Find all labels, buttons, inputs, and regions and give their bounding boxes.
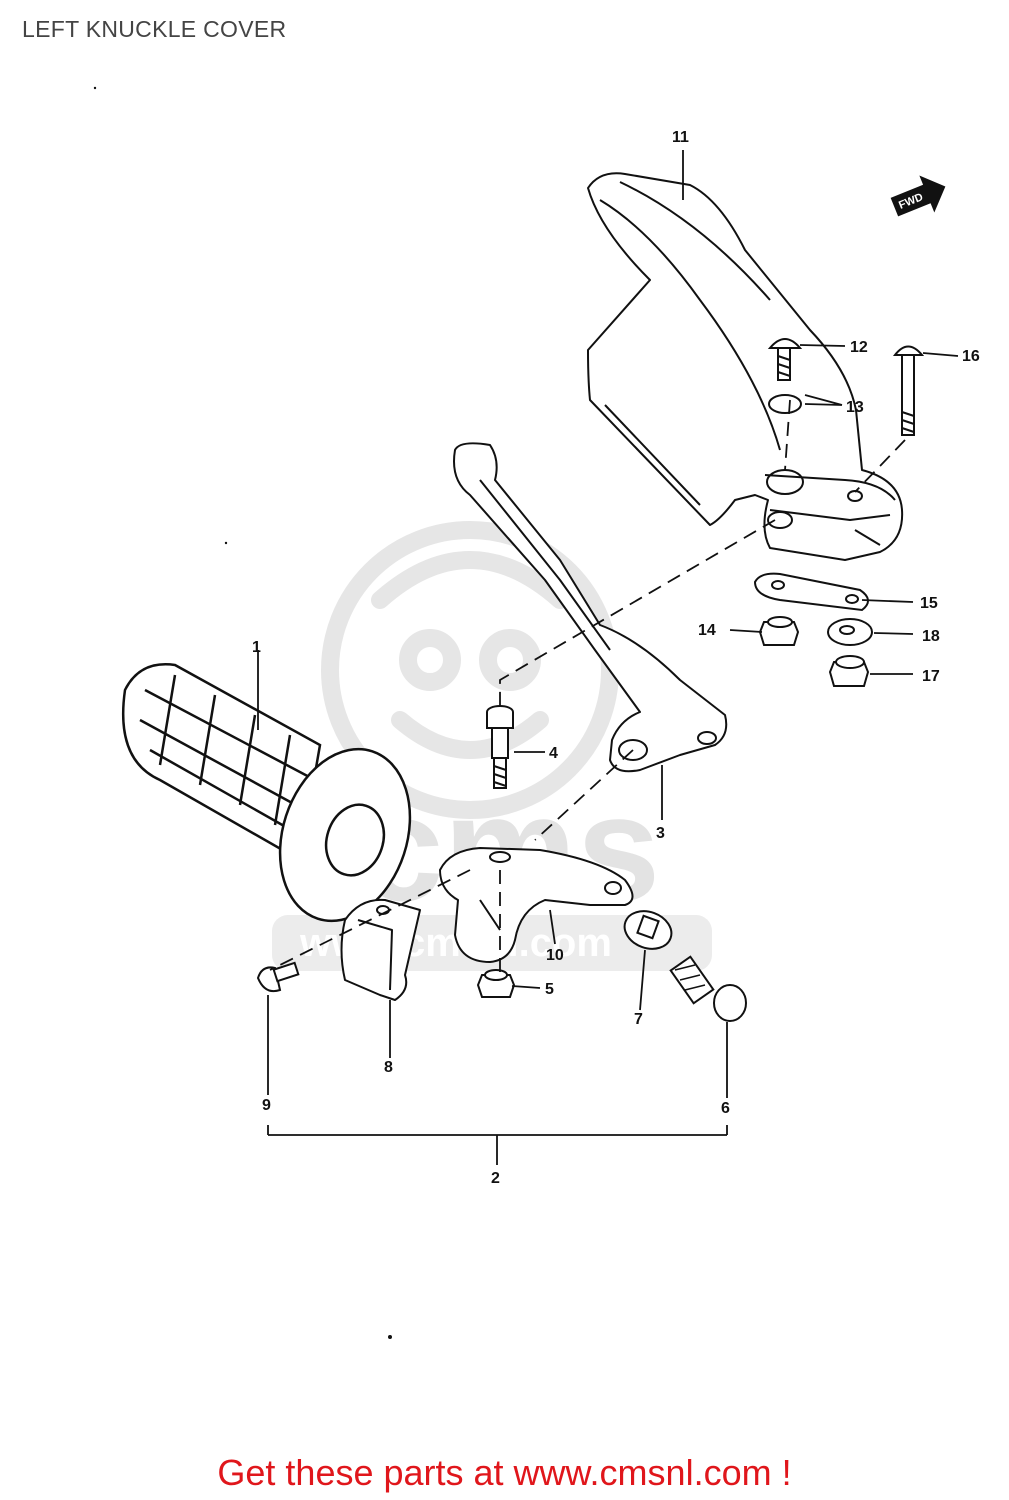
callout-6: 6 <box>721 1100 730 1117</box>
callout-labels: 11 12 13 16 15 14 18 17 1 4 3 10 5 7 8 9… <box>252 129 980 1187</box>
page-title: LEFT KNUCKLE COVER <box>22 16 287 42</box>
part-7-clip <box>623 910 673 950</box>
part-12-screw <box>767 338 803 381</box>
callout-18: 18 <box>922 628 940 645</box>
callout-2: 2 <box>491 1170 500 1187</box>
scan-dot <box>93 86 97 90</box>
callout-16: 16 <box>962 348 980 365</box>
fwd-arrow-icon <box>890 175 946 217</box>
callout-1: 1 <box>252 639 261 656</box>
fwd-direction-badge: FWD <box>890 175 946 217</box>
callout-15: 15 <box>920 595 938 612</box>
part-15-plate <box>753 572 869 612</box>
scan-dot <box>224 541 228 545</box>
part-17-nut <box>828 655 870 687</box>
part-6-bolt <box>669 955 747 1022</box>
part-11-knuckle-cover <box>587 172 904 561</box>
part-1-handlebar-grip <box>121 663 412 923</box>
callout-12: 12 <box>850 339 868 356</box>
part-18-washer <box>827 618 873 646</box>
part-14-nut <box>758 616 800 646</box>
part-4-pivot-bolt <box>486 705 514 789</box>
callout-4: 4 <box>549 745 558 762</box>
callout-11: 11 <box>672 129 689 146</box>
callout-8: 8 <box>384 1059 393 1076</box>
part-13-washer <box>768 394 802 414</box>
scan-dot <box>388 1335 392 1339</box>
callout-13: 13 <box>846 399 864 416</box>
part-9-screw <box>256 961 300 993</box>
callout-5: 5 <box>545 981 554 998</box>
callout-9: 9 <box>262 1097 271 1114</box>
leader-lines <box>257 150 959 1165</box>
part-5-nut <box>476 969 516 998</box>
callout-3: 3 <box>656 825 665 842</box>
callout-7: 7 <box>634 1011 643 1028</box>
callout-17: 17 <box>922 668 940 685</box>
callout-14: 14 <box>698 622 716 639</box>
footer-cta-link[interactable]: Get these parts at www.cmsnl.com ! <box>217 1452 792 1493</box>
callout-10: 10 <box>546 947 564 964</box>
part-16-bolt <box>892 345 925 436</box>
part-10-lever-holder <box>439 847 634 963</box>
assembly-lines <box>269 399 906 975</box>
